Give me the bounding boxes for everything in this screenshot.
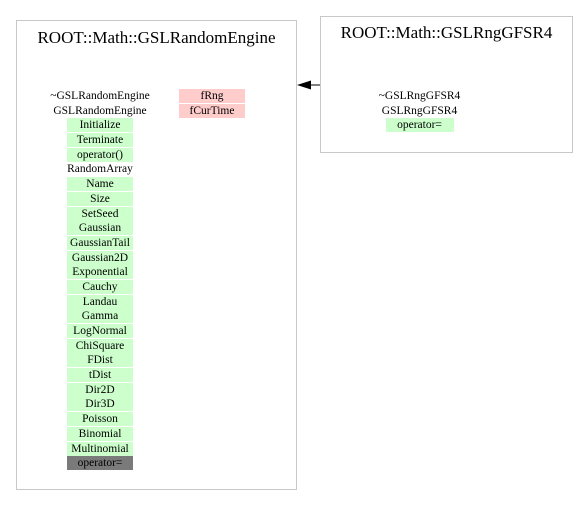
class-box-gslrandomengine: ROOT::Math::GSLRandomEngine ~GSLRandomEn… — [16, 20, 297, 490]
class-title-gslrandomengine: ROOT::Math::GSLRandomEngine — [37, 28, 276, 47]
class-title-gslrnggfsr4: ROOT::Math::GSLRngGFSR4 — [340, 23, 553, 42]
method-dir2d: Dir2D — [67, 382, 133, 397]
method-gaussian2d: Gaussian2D — [67, 250, 133, 265]
method-gslrnggfsr4: GSLRngGFSR4 — [381, 104, 458, 117]
method-size: Size — [67, 191, 133, 206]
method-name: Name — [67, 177, 133, 192]
method-exponential: Exponential — [67, 265, 133, 280]
method-gslrnggfsr4: ~GSLRngGFSR4 — [378, 90, 461, 102]
method-chisquare: ChiSquare — [67, 338, 133, 353]
method-landau: Landau — [67, 294, 133, 309]
field-frng: fRng — [179, 89, 245, 103]
method-dir3d: Dir3D — [67, 397, 133, 412]
method-tdist: tDist — [67, 368, 133, 383]
method-gaussiantail: GaussianTail — [67, 235, 133, 250]
method-gslrandomengine: GSLRandomEngine — [53, 104, 147, 117]
method-setseed: SetSeed — [67, 206, 133, 221]
method-initialize: Initialize — [67, 118, 133, 133]
field-fcurtime: fCurTime — [179, 103, 245, 118]
method-gamma: Gamma — [67, 309, 133, 324]
method-gaussian: Gaussian — [67, 221, 133, 236]
method-operator: operator() — [67, 147, 133, 162]
method-gslrandomengine: ~GSLRandomEngine — [50, 90, 150, 102]
method-operator: operator= — [385, 118, 454, 133]
inheritance-arrow-head-icon — [297, 80, 311, 90]
method-operator: operator= — [67, 456, 133, 471]
method-multinomial: Multinomial — [67, 441, 133, 456]
method-terminate: Terminate — [67, 133, 133, 148]
method-lognormal: LogNormal — [67, 324, 133, 338]
method-cauchy: Cauchy — [67, 279, 133, 294]
method-fdist: FDist — [67, 353, 133, 368]
method-randomarray: RandomArray — [67, 163, 133, 176]
method-binomial: Binomial — [67, 426, 133, 441]
method-poisson: Poisson — [67, 412, 133, 427]
